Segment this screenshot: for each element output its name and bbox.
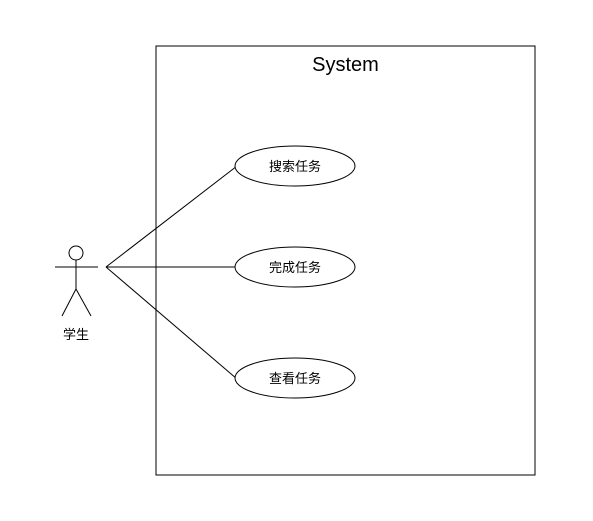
- use-case-label: 查看任务: [269, 371, 321, 387]
- actor-head: [68, 245, 84, 261]
- system-title: System: [312, 54, 379, 76]
- use-case-label: 搜索任务: [269, 159, 321, 175]
- actor-right-leg: [75, 288, 92, 317]
- use-case-label: 完成任务: [269, 260, 321, 276]
- actor-student[interactable]: 学生: [55, 245, 98, 343]
- association-line-search: [105, 165, 238, 268]
- use-case-ellipse: [234, 246, 356, 288]
- use-case-ellipse: [234, 145, 356, 187]
- association-line-view: [105, 266, 238, 380]
- use-case-ellipse: [234, 357, 356, 399]
- actor-label: 学生: [63, 327, 89, 343]
- use-case-search-task[interactable]: 搜索任务: [234, 145, 356, 187]
- stick-figure-icon: [55, 245, 98, 317]
- actor-left-leg: [61, 288, 77, 317]
- use-case-complete-task[interactable]: 完成任务: [234, 246, 356, 288]
- use-case-view-task[interactable]: 查看任务: [234, 357, 356, 399]
